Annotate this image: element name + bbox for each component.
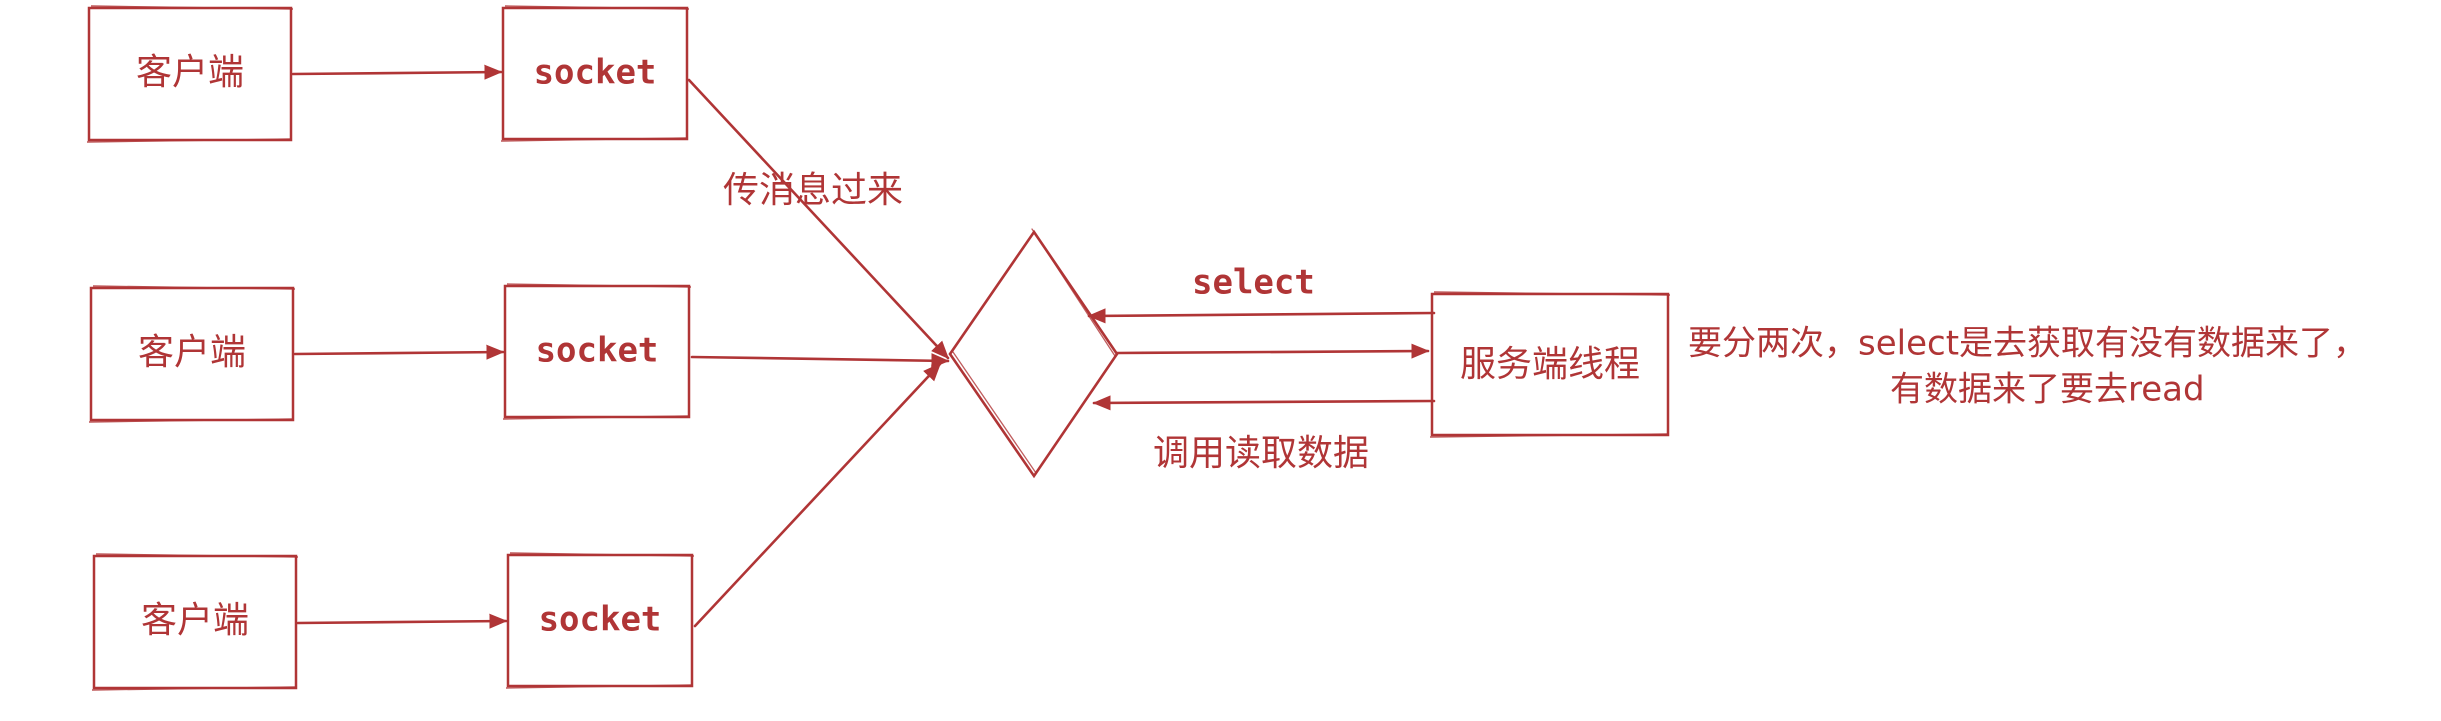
client-box-2: 客户端	[88, 285, 296, 423]
client-label-1: 客户端	[136, 52, 244, 93]
socket-to-selector-arrow-2	[690, 353, 950, 369]
select-return-arrow	[1115, 343, 1430, 359]
socket-box-2: socket	[502, 283, 692, 420]
select-call-arrow	[1087, 308, 1436, 324]
client-box-1: 客户端	[86, 5, 294, 143]
note-line-2: 有数据来了要去read	[1890, 370, 2205, 410]
select-label: select	[1192, 263, 1315, 303]
client-to-socket-arrow-3	[296, 613, 508, 629]
server-thread-box: 服务端线程	[1429, 291, 1671, 438]
read-data-arrow	[1092, 395, 1436, 411]
send-message-label: 传消息过来	[723, 170, 903, 211]
server-thread-label: 服务端线程	[1460, 344, 1640, 385]
socket-to-selector-arrow-3	[693, 362, 942, 628]
socket-box-3: socket	[505, 552, 695, 689]
selector-diamond-sketch	[952, 228, 1116, 474]
selector-diamond	[948, 229, 1119, 479]
read-data-label: 调用读取数据	[1153, 433, 1369, 474]
socket-box-1: socket	[500, 5, 690, 142]
client-label-3: 客户端	[141, 600, 249, 641]
socket-label-2: socket	[536, 331, 659, 371]
client-box-3: 客户端	[91, 553, 299, 691]
client-to-socket-arrow-2	[293, 344, 505, 360]
note-line-1: 要分两次，select是去获取有没有数据来了，	[1688, 324, 2367, 364]
socket-to-selector-arrow-1	[687, 78, 950, 360]
socket-label-1: socket	[534, 53, 657, 93]
client-label-2: 客户端	[138, 332, 246, 373]
socket-label-3: socket	[539, 600, 662, 640]
client-to-socket-arrow-1	[291, 64, 503, 80]
